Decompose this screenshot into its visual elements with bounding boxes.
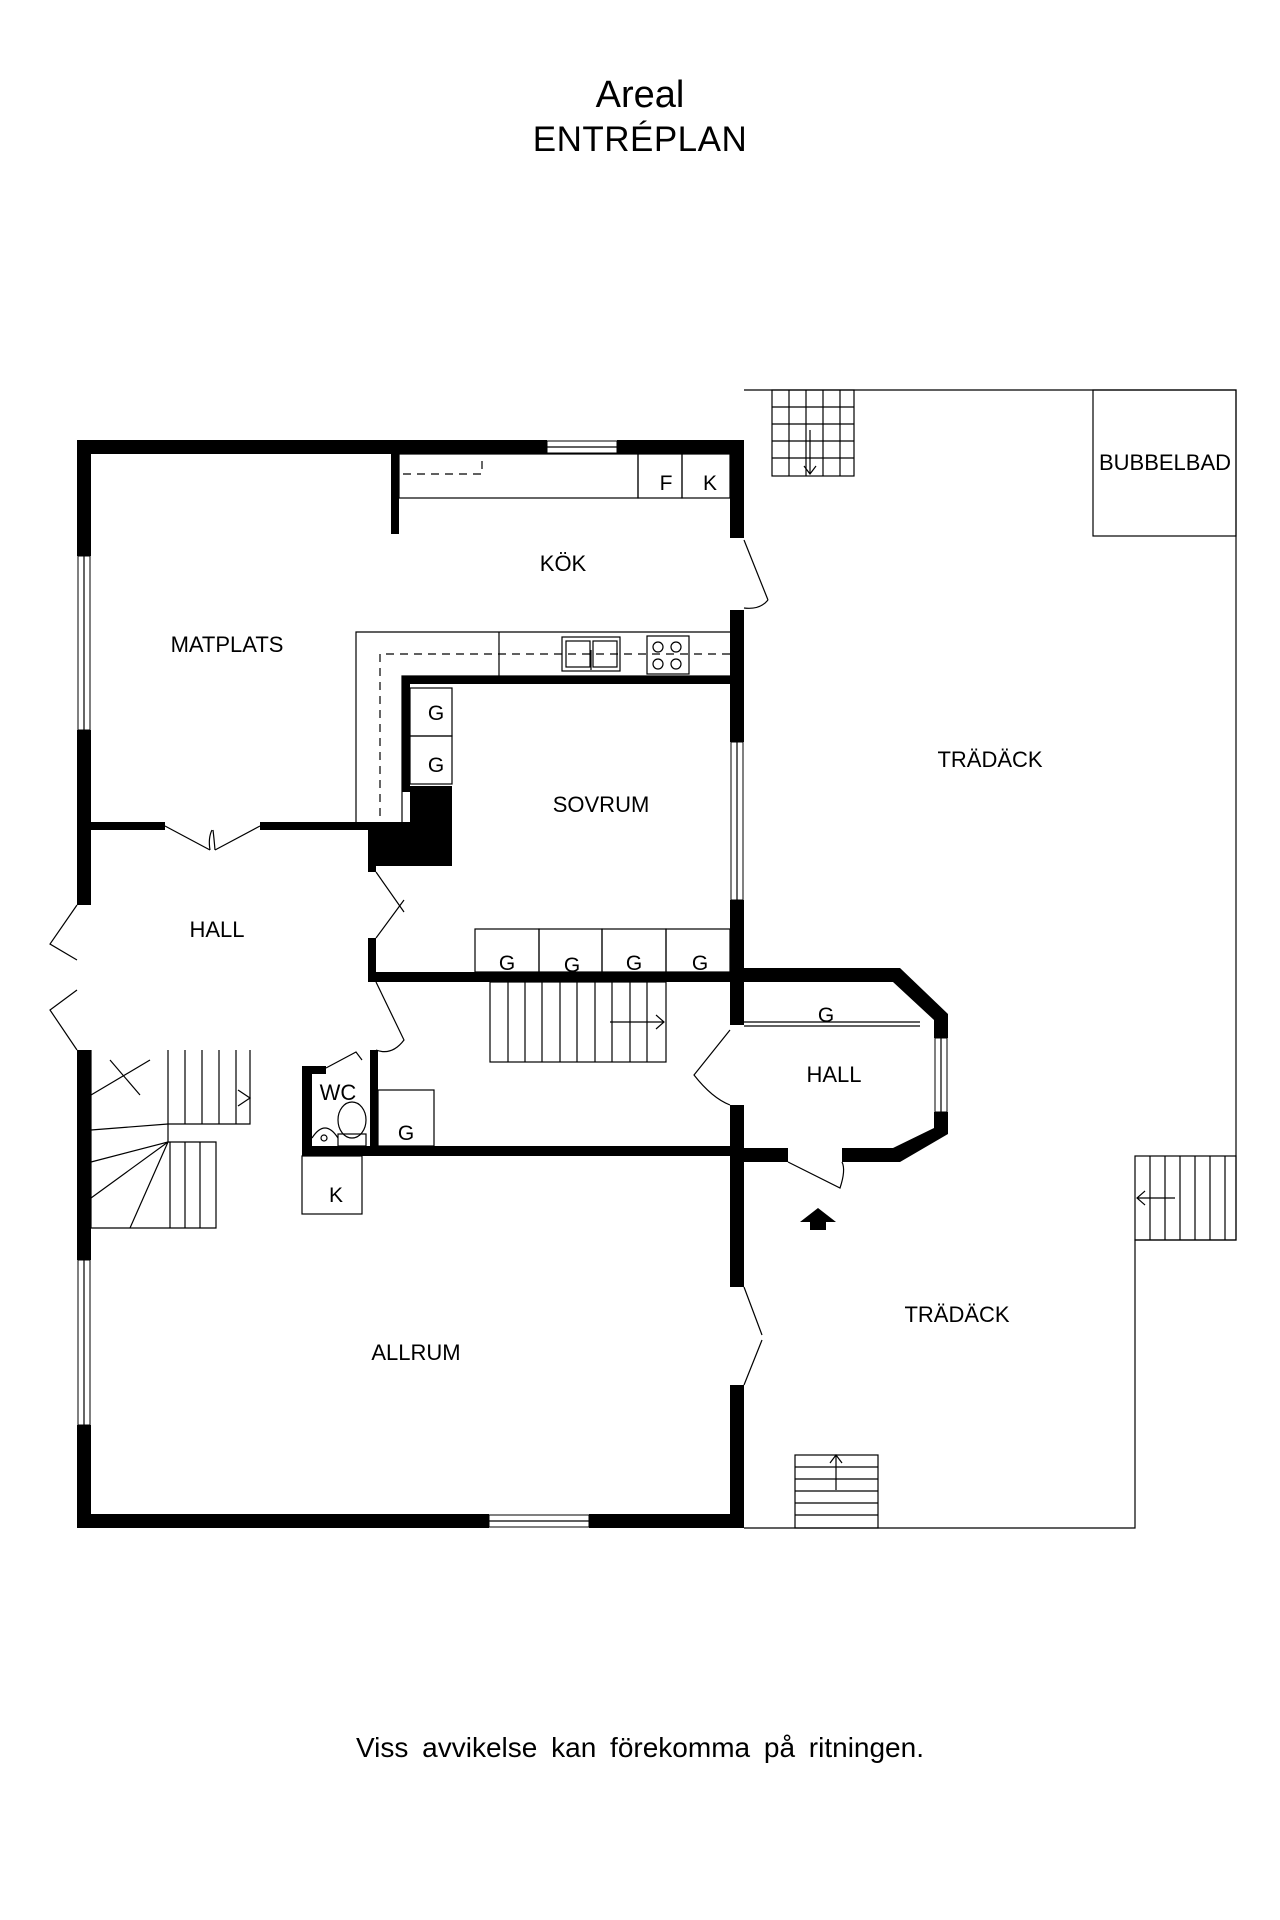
deck-stairs-north [771,389,855,477]
wc-fixtures [311,1101,367,1147]
freezer [681,453,731,499]
stove [646,635,690,675]
label-hall-entry: HALL [806,1062,861,1087]
label-closet: G [564,954,580,977]
label-hall-west: HALL [189,917,244,942]
label-wc: WC [320,1080,357,1105]
deck-stairs-east [1134,1155,1237,1241]
stairs-interior [489,981,667,1063]
label-allrum: ALLRUM [371,1340,460,1365]
label-closet: G [398,1122,414,1145]
washbasin [311,1127,339,1139]
entry-vestibule-walls [730,968,948,1162]
label-cupboard: K [329,1184,343,1207]
label-kok: KÖK [540,551,587,576]
label-closet: G [626,952,642,975]
plan-subtitle: ENTRÉPLAN [532,120,748,159]
label-closet: G [818,1004,834,1027]
exterior-walls [77,440,744,1528]
room-labels: MATPLATS KÖK SOVRUM HALL HALL WC ALLRUM … [171,450,1231,1365]
label-sovrum: SOVRUM [553,792,650,817]
label-freezer: K [703,472,717,495]
plan-title: Areal [595,74,685,116]
bubbelbad-area [1092,389,1237,537]
disclaimer-note: Viss avvikelse kan förekomma på ritninge… [356,1732,924,1763]
kitchen-fittings [355,453,731,822]
label-closet: G [428,702,444,725]
label-matplats: MATPLATS [171,632,284,657]
toilet [337,1101,367,1139]
deck-outline [744,389,1237,1529]
label-closet: G [692,952,708,975]
label-tradack-south: TRÄDÄCK [904,1302,1009,1327]
stairs-spiral [90,1050,252,1229]
label-tradack-north: TRÄDÄCK [937,747,1042,772]
doors [49,539,845,1386]
interior-walls [91,454,730,1156]
label-fridge: F [660,472,673,495]
sink [561,636,621,672]
label-closet: G [428,754,444,777]
deck-stairs-south [794,1454,879,1529]
fixture-labels: F K G G G G G G G G K [329,472,834,1207]
title-block: Areal ENTRÉPLAN [0,72,1280,162]
label-closet: G [499,952,515,975]
closets [301,687,731,1215]
label-bubbelbad: BUBBELBAD [1099,450,1231,475]
